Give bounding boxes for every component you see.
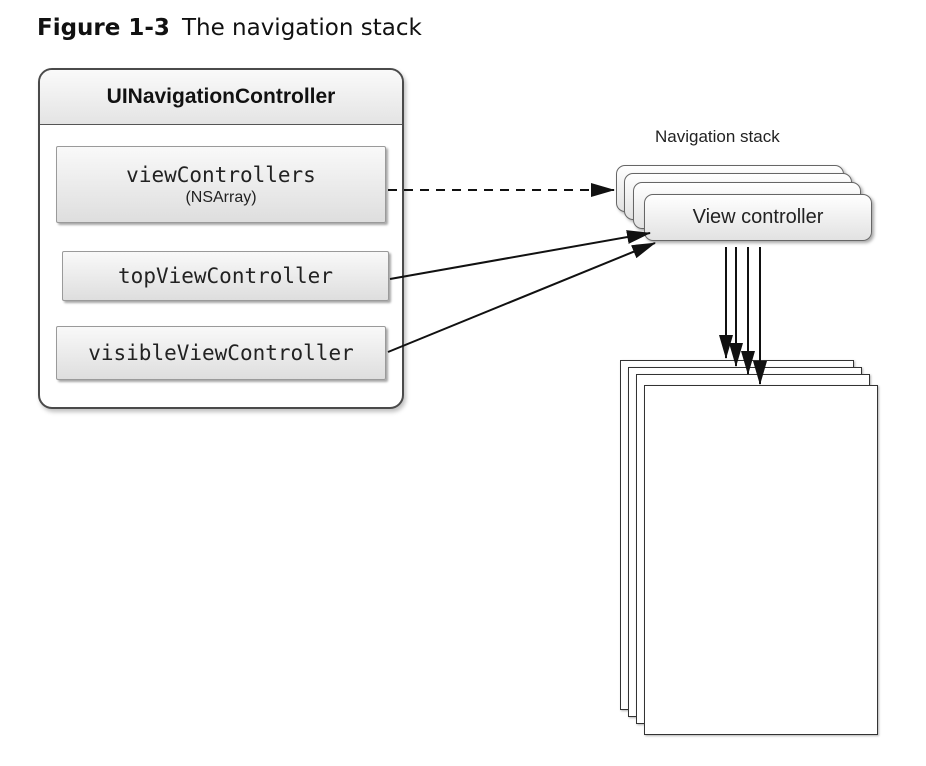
view-controllers-property: viewControllers (NSArray) bbox=[56, 146, 386, 223]
figure-title: The navigation stack bbox=[181, 15, 422, 41]
visible-view-controller-name: visibleViewController bbox=[88, 341, 354, 365]
navigation-stack-label: Navigation stack bbox=[655, 127, 780, 146]
view-controllers-name: viewControllers bbox=[126, 162, 316, 187]
figure-caption: Figure 1-3 The navigation stack bbox=[37, 15, 422, 41]
view-controller-label: View controller bbox=[692, 206, 824, 228]
view-controller-card: View controller bbox=[644, 194, 872, 241]
top-view-controller-name: topViewController bbox=[118, 264, 333, 288]
view-page-front bbox=[644, 385, 878, 735]
visible-view-controller-arrow bbox=[387, 242, 656, 353]
figure-number: Figure 1-3 bbox=[37, 15, 170, 41]
top-view-controller-arrow bbox=[389, 230, 651, 280]
visible-view-controller-property: visibleViewController bbox=[56, 326, 386, 380]
top-view-controller-property: topViewController bbox=[62, 251, 389, 301]
view-controllers-type: (NSArray) bbox=[185, 188, 257, 206]
navigation-controller-title: UINavigationController bbox=[40, 70, 402, 125]
